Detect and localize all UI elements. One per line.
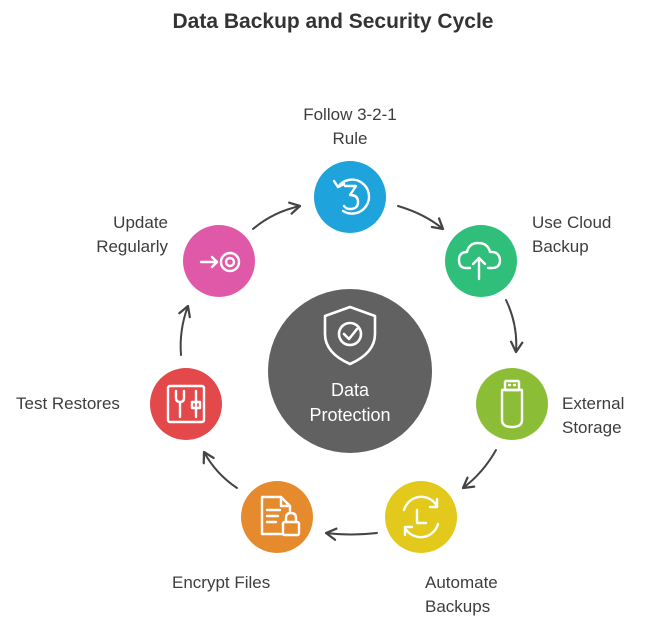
- label-test-restores: Test Restores: [16, 394, 120, 413]
- center-circle: [268, 289, 432, 453]
- tools-icon: [166, 384, 206, 424]
- cycle-arrows: [178, 201, 524, 541]
- three-refresh-icon: [332, 178, 371, 215]
- arrow-encrypt-to-test: [202, 450, 238, 489]
- center-label-line1: Data: [330, 380, 370, 400]
- node-encrypt-files: [241, 481, 313, 553]
- node-external-storage: [476, 368, 548, 440]
- node-automate-backups: [385, 481, 457, 553]
- arrow-external-to-automate: [461, 449, 497, 490]
- arrow-test-to-update: [178, 304, 191, 356]
- arrow-update-to-rule: [252, 201, 302, 230]
- usb-drive-icon: [500, 379, 524, 429]
- label-encrypt-files: Encrypt Files: [172, 573, 271, 592]
- diagram-title: Data Backup and Security Cycle: [172, 10, 494, 33]
- clock-refresh-icon: [402, 495, 440, 539]
- arrow-cloud-to-external: [505, 299, 524, 354]
- cloud-upload-icon: [457, 241, 502, 281]
- node-cloud-backup: [445, 225, 517, 297]
- center-label-line2: Protection: [309, 405, 391, 425]
- arrow-into-circle-icon: [199, 251, 241, 273]
- file-lock-icon: [260, 495, 301, 537]
- arrow-automate-to-encrypt: [324, 527, 378, 541]
- shield-check-icon: [323, 305, 377, 366]
- arrow-rule-to-cloud: [397, 205, 445, 231]
- node-test-restores: [150, 368, 222, 440]
- node-follow-rule: [314, 161, 386, 233]
- node-update-regularly: [183, 225, 255, 297]
- center-label: Data Protection: [275, 378, 425, 428]
